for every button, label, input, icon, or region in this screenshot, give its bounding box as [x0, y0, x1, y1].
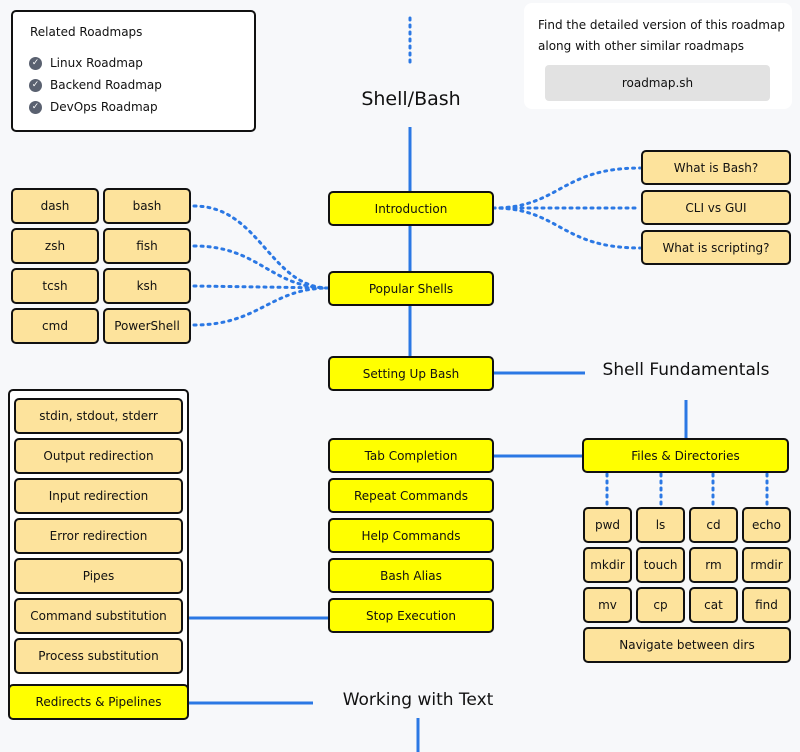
topic-stop-execution[interactable]: Stop Execution — [328, 598, 494, 633]
subtopic-output-redirection[interactable]: Output redirection — [14, 438, 183, 474]
topic-setting-up-bash[interactable]: Setting Up Bash — [328, 356, 494, 391]
roadmap-sh-button[interactable]: roadmap.sh — [545, 65, 770, 101]
promo-panel: Find the detailed version of this roadma… — [524, 3, 792, 109]
command-cp[interactable]: cp — [636, 587, 685, 623]
connector-shell-ksh — [192, 284, 331, 290]
related-roadmap-backend[interactable]: ✓ Backend Roadmap — [29, 74, 162, 96]
shell-tcsh[interactable]: tcsh — [11, 268, 99, 304]
command-find[interactable]: find — [742, 587, 791, 623]
related-roadmap-label: Backend Roadmap — [50, 78, 162, 92]
subtopic-error-redirection[interactable]: Error redirection — [14, 518, 183, 554]
connector-shell-fish — [192, 244, 331, 290]
subtopic-input-redirection[interactable]: Input redirection — [14, 478, 183, 514]
related-roadmaps-heading: Related Roadmaps — [30, 25, 143, 39]
connector-shell-powershell — [192, 286, 331, 327]
command-echo[interactable]: echo — [742, 507, 791, 543]
command-pwd[interactable]: pwd — [583, 507, 632, 543]
promo-text-line2: along with other similar roadmaps — [538, 39, 745, 53]
subtopic-command-substitution[interactable]: Command substitution — [14, 598, 183, 634]
topic-introduction[interactable]: Introduction — [328, 191, 494, 226]
promo-text: Find the detailed version of this roadma… — [538, 15, 785, 57]
topic-popular-shells[interactable]: Popular Shells — [328, 271, 494, 306]
related-roadmaps-panel: Related Roadmaps ✓ Linux Roadmap ✓ Backe… — [11, 10, 256, 132]
command-rmdir[interactable]: rmdir — [742, 547, 791, 583]
topic-redirects-pipelines[interactable]: Redirects & Pipelines — [8, 684, 189, 720]
related-roadmap-linux[interactable]: ✓ Linux Roadmap — [29, 52, 162, 74]
command-navigate-between-dirs[interactable]: Navigate between dirs — [583, 627, 791, 663]
command-touch[interactable]: touch — [636, 547, 685, 583]
related-roadmap-label: Linux Roadmap — [50, 56, 143, 70]
subtopic-what-is-scripting[interactable]: What is scripting? — [641, 230, 791, 265]
command-rm[interactable]: rm — [689, 547, 738, 583]
connector-shell-bash — [192, 204, 331, 290]
subtopic-stdin-stdout-stderr[interactable]: stdin, stdout, stderr — [14, 398, 183, 434]
related-roadmap-label: DevOps Roadmap — [50, 100, 158, 114]
subtopic-process-substitution[interactable]: Process substitution — [14, 638, 183, 674]
command-mv[interactable]: mv — [583, 587, 632, 623]
check-circle-icon: ✓ — [29, 56, 42, 70]
related-roadmaps-list: ✓ Linux Roadmap ✓ Backend Roadmap ✓ DevO… — [29, 52, 162, 118]
check-circle-icon: ✓ — [29, 100, 42, 114]
section-title-shell-fundamentals: Shell Fundamentals — [602, 360, 770, 380]
shell-bash[interactable]: bash — [103, 188, 191, 224]
command-mkdir[interactable]: mkdir — [583, 547, 632, 583]
topic-help-commands[interactable]: Help Commands — [328, 518, 494, 553]
topic-repeat-commands[interactable]: Repeat Commands — [328, 478, 494, 513]
related-roadmap-devops[interactable]: ✓ DevOps Roadmap — [29, 96, 162, 118]
shell-powershell[interactable]: PowerShell — [103, 308, 191, 344]
check-circle-icon: ✓ — [29, 78, 42, 92]
page-title: Shell/Bash — [361, 88, 461, 110]
topic-tab-completion[interactable]: Tab Completion — [328, 438, 494, 473]
connector-intro-what-is-scripting — [491, 206, 642, 250]
command-cd[interactable]: cd — [689, 507, 738, 543]
shell-dash[interactable]: dash — [11, 188, 99, 224]
shell-zsh[interactable]: zsh — [11, 228, 99, 264]
command-cat[interactable]: cat — [689, 587, 738, 623]
shell-fish[interactable]: fish — [103, 228, 191, 264]
command-ls[interactable]: ls — [636, 507, 685, 543]
subtopic-cli-vs-gui[interactable]: CLI vs GUI — [641, 190, 791, 225]
shell-cmd[interactable]: cmd — [11, 308, 99, 344]
section-title-working-with-text: Working with Text — [342, 690, 494, 710]
shell-ksh[interactable]: ksh — [103, 268, 191, 304]
subtopic-pipes[interactable]: Pipes — [14, 558, 183, 594]
connector-intro-what-is-bash — [491, 166, 642, 210]
promo-text-line1: Find the detailed version of this roadma… — [538, 18, 785, 32]
topic-files-directories[interactable]: Files & Directories — [582, 438, 789, 473]
subtopic-what-is-bash[interactable]: What is Bash? — [641, 150, 791, 185]
topic-bash-alias[interactable]: Bash Alias — [328, 558, 494, 593]
